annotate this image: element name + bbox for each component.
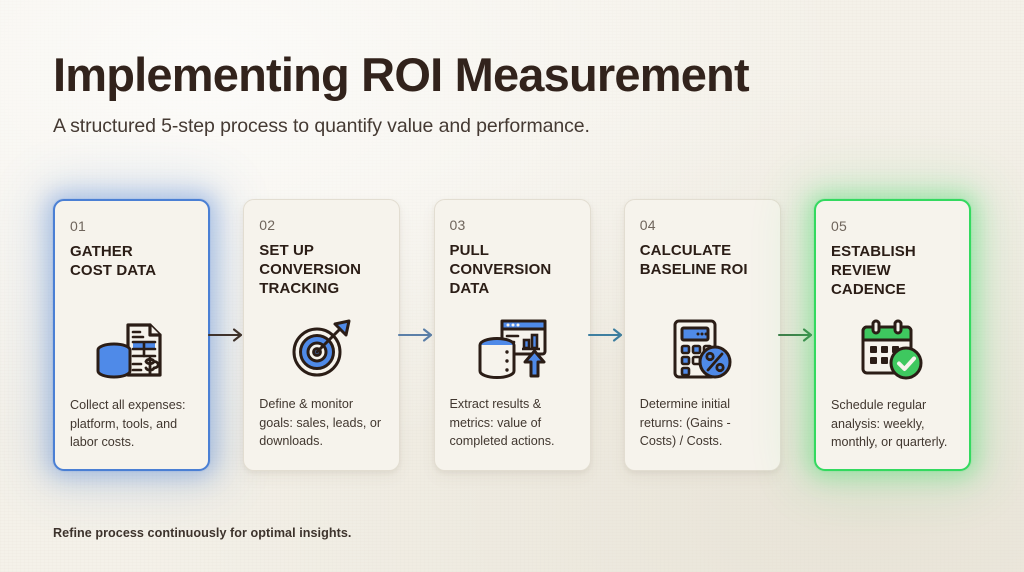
step-description: Schedule regular analysis: weekly, month… [831, 398, 948, 449]
calculator-percent-icon [625, 318, 780, 380]
connector-4 [778, 199, 814, 471]
database-dashboard-icon [435, 318, 590, 380]
step-title: PULL CONVERSION DATA [449, 242, 552, 297]
step-description: Collect all expenses: platform, tools, a… [70, 398, 186, 449]
page-subtitle: A structured 5-step process to quantify … [53, 114, 590, 137]
step-title: ESTABLISH REVIEW CADENCE [831, 243, 916, 298]
step-card-5[interactable]: 05 ESTABLISH REVIEW CADENCE [814, 199, 971, 471]
arrow-right-icon [397, 328, 432, 342]
step-number: 01 [70, 218, 86, 234]
connector-3 [588, 199, 624, 471]
step-description: Determine initial returns: (Gains - Cost… [639, 397, 731, 448]
connector-1 [207, 199, 243, 471]
step-title: GATHER COST DATA [70, 243, 157, 279]
arrow-right-icon [588, 328, 623, 342]
arrow-right-icon [207, 328, 242, 342]
step-title: SET UP CONVERSION TRACKING [259, 242, 362, 297]
footer-note: Refine process continuously for optimal … [53, 526, 352, 540]
calendar-check-icon [816, 319, 969, 381]
step-description: Extract results & metrics: value of comp… [449, 397, 555, 448]
target-arrow-icon [244, 318, 399, 380]
step-description: Define & monitor goals: sales, leads, or… [259, 397, 382, 448]
coins-invoice-icon [55, 319, 208, 381]
page-title: Implementing ROI Measurement [53, 48, 750, 101]
step-number: 02 [259, 217, 276, 233]
step-card-1[interactable]: 01 GATHER COST DATA [53, 199, 210, 471]
header: Implementing ROI Measurement A structure… [53, 48, 750, 138]
step-title: CALCULATE BASELINE ROI [639, 242, 748, 278]
step-number: 03 [449, 217, 466, 233]
step-card-2[interactable]: 02 SET UP CONVERSION TRACKING Defi [243, 199, 401, 471]
step-card-3[interactable]: 03 PULL CONVERSION DATA [433, 199, 591, 471]
connector-2 [397, 199, 433, 471]
step-number: 05 [831, 218, 847, 234]
arrow-right-icon [778, 328, 813, 342]
process-flow: 01 GATHER COST DATA [53, 199, 971, 471]
step-number: 04 [639, 217, 656, 233]
step-card-4[interactable]: 04 CALCULATE BASELINE ROI [623, 199, 781, 471]
